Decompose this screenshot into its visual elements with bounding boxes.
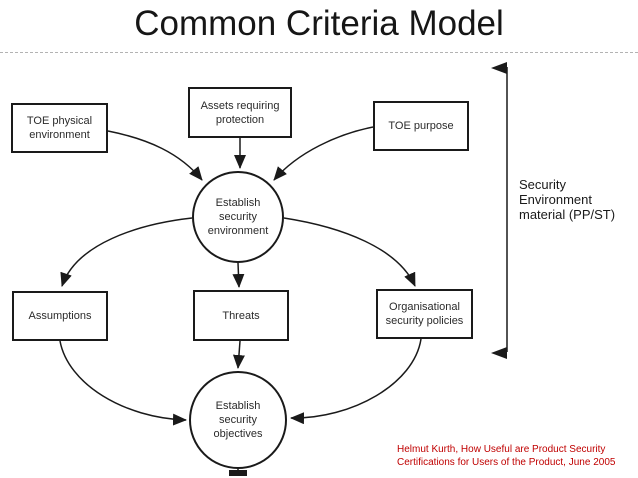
- box-label: Assumptions: [28, 310, 92, 322]
- side-label-line: material (PP/ST): [519, 207, 616, 222]
- box-label: TOE purpose: [388, 120, 454, 132]
- circle-label: Establish security environment: [207, 197, 269, 237]
- box-label: Organisational security policies: [385, 301, 464, 327]
- circle-label: Establish security objectives: [213, 400, 263, 440]
- box-label: TOE physical environment: [26, 115, 93, 141]
- box-label: Threats: [222, 309, 260, 322]
- title-divider: [0, 52, 638, 53]
- box-assumptions: Assumptions: [12, 291, 108, 341]
- arrow-toe-physical-to-env: [107, 130, 203, 181]
- box-toe-physical-environment: TOE physical environment: [11, 103, 108, 153]
- slide-title: Common Criteria Model: [134, 4, 504, 43]
- circle-establish-security-environment: Establish security environment: [192, 171, 284, 263]
- arrow-obj-down-head: [229, 470, 247, 476]
- arrow-env-to-threats: [232, 262, 245, 288]
- span-top-arrowhead-icon: [491, 62, 507, 74]
- citation-text: Helmut Kurth, How Useful are Product Sec…: [397, 444, 615, 469]
- citation-line: Certifications for Users of the Product,…: [397, 456, 616, 468]
- box-assets-requiring-protection: Assets requiring protection: [188, 87, 292, 138]
- circle-establish-security-objectives: Establish security objectives: [189, 371, 287, 469]
- box-organisational-security-policies: Organisational security policies: [376, 289, 473, 339]
- side-label-line: Environment: [519, 192, 592, 207]
- citation-line: Helmut Kurth, How Useful are Product Sec…: [397, 444, 606, 455]
- arrow-org-policies-to-obj: [290, 338, 422, 425]
- security-environment-material-label: Security Environment material (PP/ST): [519, 177, 615, 222]
- arrow-toe-purpose-to-env: [273, 126, 374, 181]
- side-label-line: Security: [519, 177, 566, 192]
- arrow-env-to-assumptions: [60, 217, 193, 287]
- arrow-env-to-org-policies: [283, 217, 416, 287]
- arrow-threats-to-obj: [232, 340, 245, 369]
- box-threats: Threats: [193, 290, 289, 341]
- box-toe-purpose: TOE purpose: [373, 101, 469, 151]
- box-label: Assets requiring protection: [200, 99, 280, 126]
- span-bottom-arrowhead-icon: [491, 347, 507, 359]
- arrow-assumptions-to-obj: [59, 340, 187, 426]
